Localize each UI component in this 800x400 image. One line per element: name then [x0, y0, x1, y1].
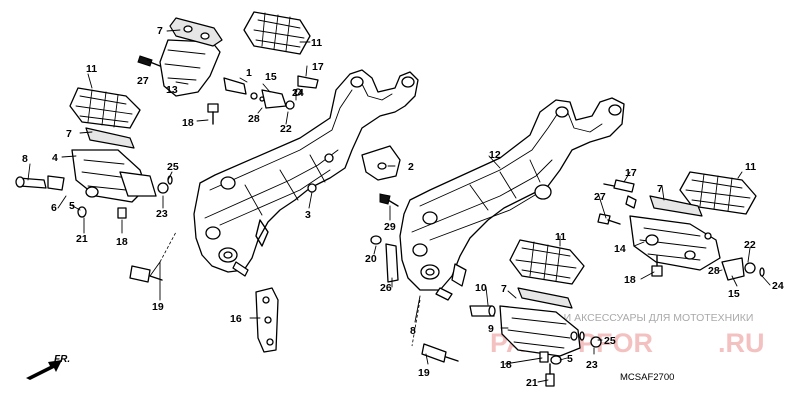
callout-27: 27 [594, 191, 606, 203]
callout-11: 11 [86, 63, 97, 75]
callout-18: 18 [500, 359, 512, 371]
right-callouts: 12 17 11 27 7 14 11 22 20 18 28 24 26 15… [365, 149, 784, 389]
callout-3: 3 [305, 209, 311, 221]
callout-18: 18 [182, 117, 194, 129]
callout-10: 10 [475, 282, 487, 294]
right-pivot-bolt[interactable] [421, 343, 459, 363]
callout-27: 27 [137, 75, 149, 87]
callout-20: 20 [365, 253, 377, 265]
callout-5: 5 [567, 353, 573, 365]
callout-11: 11 [745, 161, 756, 173]
callout-11: 11 [555, 231, 566, 243]
callout-21: 21 [76, 233, 88, 245]
callout-17: 17 [312, 61, 324, 73]
callout-19: 19 [418, 367, 430, 379]
right-upper-footpeg-assembly[interactable] [597, 171, 765, 281]
right-step-bracket[interactable] [399, 97, 625, 301]
front-arrow-icon [26, 360, 62, 380]
callout-5: 5 [69, 200, 75, 212]
callout-22: 22 [744, 239, 756, 251]
callout-9: 9 [488, 323, 494, 335]
callout-8: 8 [22, 153, 28, 165]
callout-15: 15 [728, 288, 740, 300]
callout-23: 23 [156, 208, 168, 220]
callout-2: 2 [408, 161, 414, 173]
callout-19: 19 [152, 301, 164, 313]
callout-7: 7 [657, 183, 663, 195]
callout-16: 16 [230, 313, 242, 325]
callout-21: 21 [526, 377, 538, 389]
callout-6: 6 [51, 202, 57, 214]
callout-28: 28 [248, 113, 260, 125]
callout-18: 18 [116, 236, 128, 248]
left-center-small-parts[interactable] [361, 145, 401, 283]
callout-28: 28 [708, 265, 720, 277]
callout-23: 23 [586, 359, 598, 371]
watermark-logo-right: .RU [718, 328, 765, 358]
callout-24: 24 [772, 280, 784, 292]
front-label: FR. [54, 354, 70, 365]
callout-15: 15 [265, 71, 277, 83]
callout-22: 22 [280, 123, 292, 135]
callout-13: 13 [166, 84, 178, 96]
callout-7: 7 [157, 25, 163, 37]
left-step-bracket[interactable] [193, 69, 419, 277]
callout-12: 12 [489, 149, 501, 161]
callout-29: 29 [384, 221, 396, 233]
callout-4: 4 [52, 152, 58, 164]
callout-24: 24 [292, 87, 304, 99]
callout-1: 1 [246, 67, 252, 79]
callout-7: 7 [501, 283, 507, 295]
callout-25: 25 [604, 335, 616, 347]
left-lower-footpeg-assembly[interactable] [15, 87, 173, 219]
left-upper-footpeg-assembly[interactable] [137, 11, 319, 125]
callout-25: 25 [167, 161, 179, 173]
callout-17: 17 [625, 167, 637, 179]
leader-lines [27, 29, 771, 383]
callout-11: 11 [311, 37, 322, 49]
callout-8: 8 [410, 325, 416, 337]
left-heel-guard[interactable] [129, 265, 279, 353]
right-lower-footpeg-assembly[interactable] [469, 239, 602, 387]
left-callouts: 7 11 27 1 13 15 17 11 24 7 18 28 22 8 4 … [22, 25, 414, 325]
callout-14: 14 [614, 243, 626, 255]
front-direction-indicator: FR. [26, 354, 70, 380]
diagram-code: MCSAF2700 [620, 372, 674, 383]
callout-18: 18 [624, 274, 636, 286]
callout-26: 26 [380, 282, 392, 294]
callout-7: 7 [66, 128, 72, 140]
